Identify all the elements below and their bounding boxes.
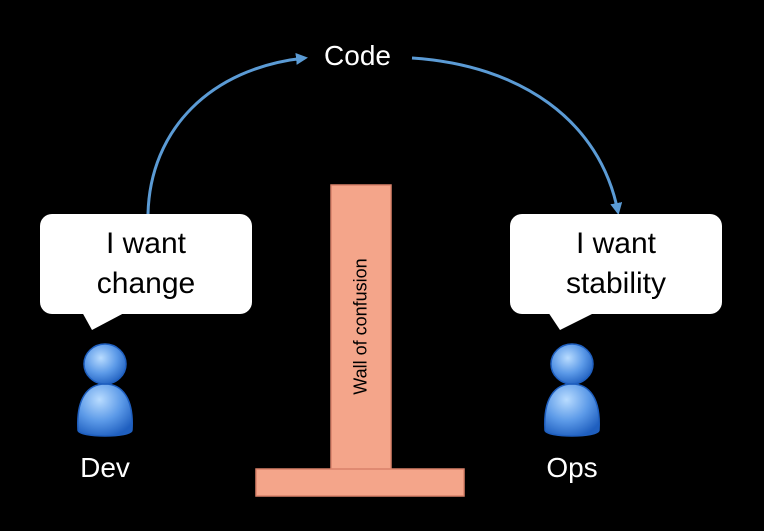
user-icon [77, 343, 133, 437]
dev-speech-text: I want change [40, 224, 252, 304]
arrow-dev-to-code [146, 52, 308, 215]
ops-label: Ops [546, 452, 598, 483]
ops-speech-text: I want stability [510, 224, 722, 304]
dev-speech-line-1: I want [105, 227, 187, 260]
ops-speech-line-1: I want [575, 227, 657, 260]
ops-speech-bubble [510, 214, 722, 330]
code-label: Code [324, 40, 391, 71]
dev-speech-line-2: change [96, 267, 196, 300]
arrow-code-to-ops [411, 56, 623, 215]
dev-speech-bubble [40, 214, 252, 330]
ops-speech-line-2: stability [565, 267, 667, 300]
dev-label: Dev [80, 452, 130, 483]
wall-label: Wall of confusion [350, 258, 371, 395]
wall-of-confusion [255, 184, 465, 497]
user-icon [544, 343, 600, 437]
